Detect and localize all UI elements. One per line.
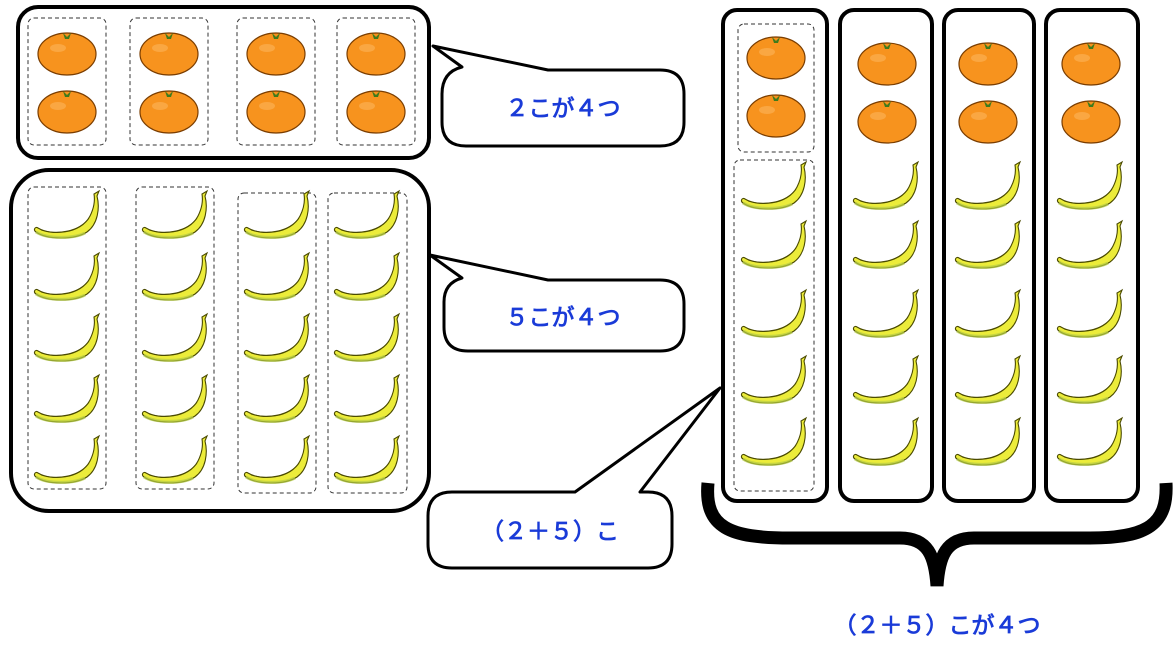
oranges-callout-text: ２こが４つ: [506, 95, 621, 122]
bananas-callout-text: ５こが４つ: [506, 304, 621, 331]
banana-group-3: [237, 189, 317, 494]
orange-fruit-icon: [346, 32, 406, 76]
orange-fruit-icon: [139, 90, 199, 134]
orange-fruit-icon: [37, 90, 97, 134]
orange-fruit-icon: [746, 36, 806, 80]
combined-groups: [721, 8, 1140, 503]
orange-fruit-icon: [246, 90, 306, 134]
orange-fruit-icon: [346, 90, 406, 134]
oranges-callout: ２こが４つ: [431, 44, 686, 148]
orange-fruit-icon: [37, 32, 97, 76]
brace-caption: （２＋５）こが４つ: [834, 612, 1041, 639]
combined-column-4: [1044, 8, 1140, 503]
orange-group-2: [129, 17, 209, 146]
orange-fruit-icon: [139, 32, 199, 76]
orange-fruit-icon: [958, 42, 1018, 86]
bananas-callout: ５こが４つ: [428, 253, 686, 353]
orange-fruit-icon: [746, 94, 806, 138]
column-callout-text: （２＋５）こ: [481, 518, 619, 545]
orange-group-4: [336, 17, 416, 146]
grouping-brace: [701, 482, 1173, 587]
orange-fruit-icon: [246, 32, 306, 76]
banana-groups-box: [9, 168, 431, 513]
orange-group-3: [236, 17, 316, 146]
orange-fruit-icon: [857, 100, 917, 144]
banana-group-1: [27, 186, 107, 490]
banana-group-2: [135, 186, 215, 490]
combined-column-2: [838, 8, 934, 503]
combined-column-1: [721, 8, 829, 503]
orange-groups-box: [16, 5, 431, 160]
orange-fruit-icon: [958, 100, 1018, 144]
orange-fruit-icon: [857, 42, 917, 86]
orange-fruit-icon: [1061, 42, 1121, 86]
column-callout: （２＋５）こ: [426, 386, 722, 570]
combined-column-3: [942, 8, 1036, 503]
banana-group-4: [327, 189, 408, 494]
orange-fruit-icon: [1061, 100, 1121, 144]
orange-group-1: [27, 17, 107, 146]
